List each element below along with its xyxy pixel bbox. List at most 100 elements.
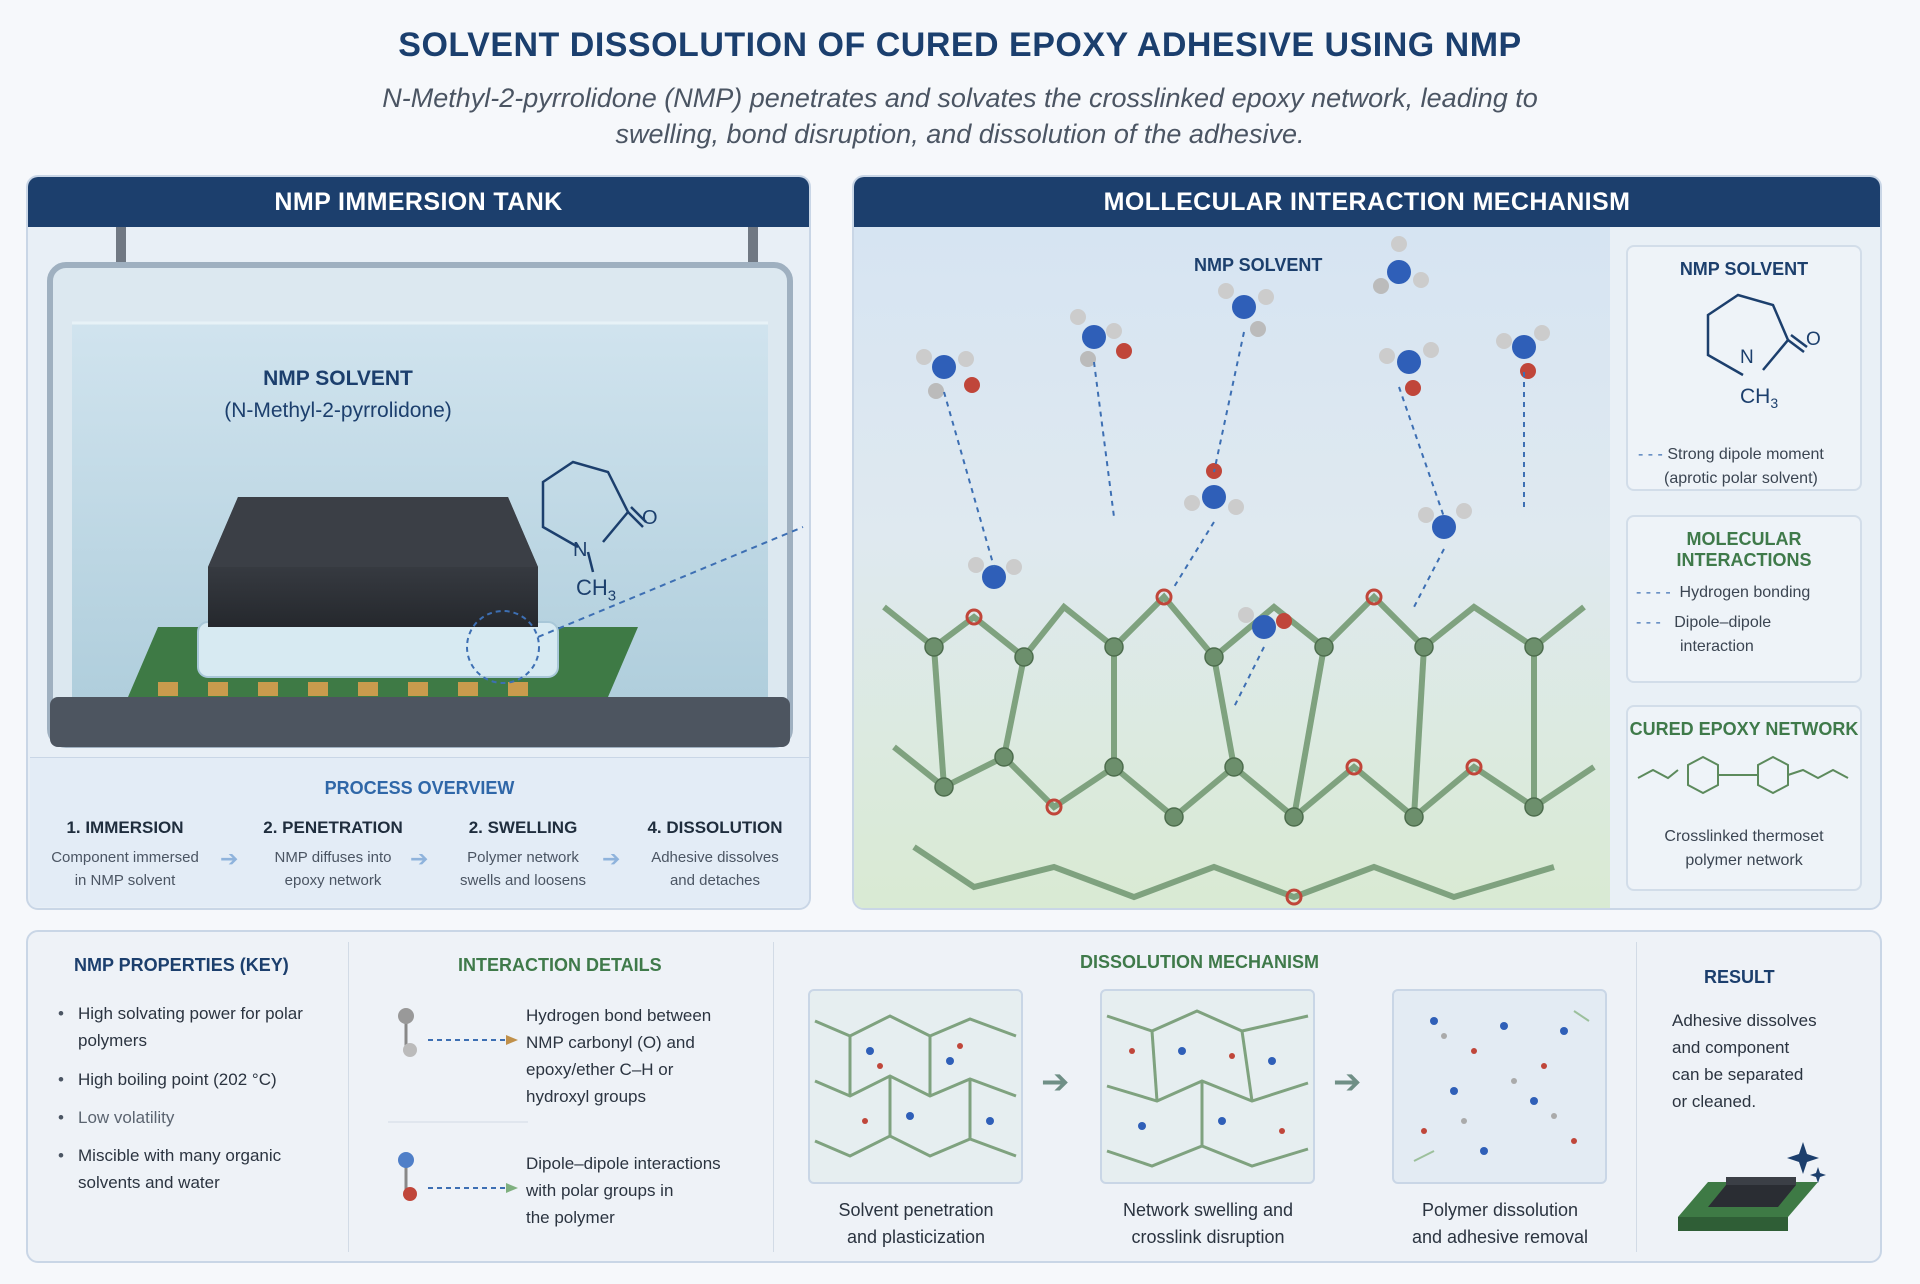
caption-line-1: Network swelling and	[1122, 1200, 1294, 1220]
process-step-dissolution: 4. DISSOLUTION Adhesive dissolves and de…	[620, 818, 809, 892]
step-desc-line-2: and detaches	[669, 872, 761, 889]
result-line: or cleaned.	[1672, 1092, 1757, 1111]
detail-line: Dipole–dipole interactions	[526, 1154, 721, 1173]
interactions-card-title-1: MOLECULAR	[1686, 529, 1802, 549]
detail-line: the polymer	[526, 1208, 615, 1227]
arrow-right-icon: ➔	[602, 846, 621, 871]
molecular-illustration	[854, 227, 1610, 908]
property-item: High solvating power for polar polymers	[58, 1000, 368, 1054]
property-line-1: Low volatility	[78, 1108, 175, 1127]
detail-line: hydroxyl groups	[526, 1087, 647, 1106]
property-line-1: High boiling point (202 °C)	[78, 1070, 277, 1089]
result-title: RESULT	[1704, 967, 1775, 987]
step-title: 1. IMMERSION	[66, 818, 184, 837]
mol-panel-title: MOLLECULAR INTERACTION MECHANISM	[854, 177, 1880, 227]
nmp-structure-icon	[1706, 293, 1808, 377]
properties-title: NMP PROPERTIES (KEY)	[74, 955, 289, 975]
stage-thumbnail-swelling	[1100, 989, 1315, 1184]
arrow-right-icon: ➔	[220, 846, 239, 871]
process-step-swelling: 2. SWELLING Polymer network swells and l…	[428, 818, 618, 892]
tank-structure-n: N	[573, 539, 588, 561]
caption-line-2: and adhesive removal	[1411, 1227, 1589, 1247]
interaction-lines	[943, 331, 1525, 708]
card-structure-o: O	[1806, 329, 1821, 350]
tank-illustration	[28, 227, 809, 757]
detail-line: epoxy/ether C–H or	[526, 1060, 674, 1079]
caption-line-1: Polymer dissolution	[1421, 1200, 1579, 1220]
tank-structure-ch: CH	[576, 575, 608, 600]
hydrogen-bond-icon	[398, 1008, 518, 1057]
subtitle-line-1: N-Methyl-2-pyrrolidone (NMP) penetrates …	[382, 83, 1538, 113]
step-desc-line-1: NMP diffuses into	[274, 849, 392, 866]
step-desc-line-2: epoxy network	[284, 872, 382, 889]
dissolution-mechanism-title: DISSOLUTION MECHANISM	[1080, 952, 1320, 972]
step-desc-line-1: Polymer network	[467, 849, 579, 866]
caption-line-2: and plasticization	[846, 1227, 986, 1247]
result-line: and component	[1672, 1038, 1790, 1057]
divider	[1636, 942, 1637, 1252]
cured-epoxy-network-card: CURED EPOXY NETWORK Crosslinked thermose…	[1626, 705, 1862, 891]
result-line: Adhesive dissolves	[1672, 1011, 1817, 1030]
tank-structure-ch3: CH3	[576, 575, 616, 604]
process-overview-title: PROCESS OVERVIEW	[324, 778, 515, 798]
clean-component-icon	[1678, 1142, 1826, 1231]
network-card-line-1: Crosslinked thermoset	[1664, 828, 1824, 845]
step-title: 4. DISSOLUTION	[647, 818, 783, 837]
network-card-title: CURED EPOXY NETWORK	[1629, 719, 1859, 739]
step-desc-line-2: swells and loosens	[460, 872, 586, 889]
tank-handle-left	[116, 227, 126, 267]
property-line-1: Miscible with many organic	[78, 1146, 282, 1165]
process-step-immersion: 1. IMMERSION Component immersed in NMP s…	[30, 818, 220, 892]
divider	[348, 942, 349, 1252]
step-title: 2. PENETRATION	[263, 818, 403, 837]
stage-caption-penetration: Solvent penetration and plasticization	[786, 1197, 1046, 1251]
legend-hydrogen-bonding: - - - - Hydrogen bonding	[1636, 584, 1811, 601]
nmp-solvent-note: - - - Strong dipole moment (aprotic pola…	[1638, 443, 1854, 491]
molecular-interaction-panel: MOLLECULAR INTERACTION MECHANISM	[852, 175, 1882, 910]
tank-structure-sub: 3	[607, 587, 617, 605]
page-title: SOLVENT DISSOLUTION OF CURED EPOXY ADHES…	[398, 26, 1522, 64]
step-desc-line-1: Adhesive dissolves	[651, 849, 779, 866]
tank-handle-right	[748, 227, 758, 267]
tank-solvent-full-name: (N-Methyl-2-pyrrolidone)	[224, 399, 452, 422]
legend-dipole-text-2: interaction	[1680, 638, 1754, 655]
card-structure-ch: CH	[1740, 385, 1771, 408]
bottom-details-panel: NMP PROPERTIES (KEY) High solvating powe…	[26, 930, 1882, 1263]
nmp-solvent-card: NMP SOLVENT N O CH3 - - - Strong dipole …	[1626, 245, 1862, 491]
nmp-molecules	[916, 236, 1550, 639]
molecular-interactions-card: MOLECULAR INTERACTIONS - - - - Hydrogen …	[1626, 515, 1862, 683]
result-line: can be separated	[1672, 1065, 1804, 1084]
dipole-dipole-detail: Dipole–dipole interactions with polar gr…	[526, 1150, 776, 1231]
property-item: Miscible with many organic solvents and …	[58, 1142, 368, 1196]
interaction-details-icons	[388, 1008, 528, 1201]
detail-line: Hydrogen bond between	[526, 1006, 712, 1025]
tank-base	[50, 697, 790, 747]
detail-line: with polar groups in	[526, 1181, 674, 1200]
dipole-note-line-2: (aprotic polar solvent)	[1664, 470, 1818, 487]
dipole-note-line-1: - - - Strong dipole moment	[1638, 446, 1824, 463]
property-item: Low volatility	[58, 1104, 368, 1131]
stage-caption-dissolution: Polymer dissolution and adhesive removal	[1370, 1197, 1630, 1251]
dipole-dipole-icon	[398, 1152, 518, 1201]
hydrogen-bond-detail: Hydrogen bond between NMP carbonyl (O) a…	[526, 1002, 776, 1110]
tank-panel-title: NMP IMMERSION TANK	[28, 177, 809, 227]
immersion-tank-panel: NMP IMMERSION TANK	[26, 175, 811, 910]
divider	[773, 942, 774, 1252]
tank-structure-o: O	[642, 507, 658, 529]
step-desc-line-1: Component immersed	[51, 849, 199, 866]
caption-line-1: Solvent penetration	[838, 1200, 994, 1220]
dipole-note-text: Strong dipole moment	[1667, 446, 1824, 463]
card-structure-n: N	[1740, 347, 1754, 368]
card-structure-ch3: CH3	[1740, 385, 1778, 411]
property-line-1: High solvating power for polar	[78, 1004, 303, 1023]
page-subtitle: N-Methyl-2-pyrrolidone (NMP) penetrates …	[260, 80, 1660, 152]
card-structure-sub: 3	[1770, 395, 1779, 412]
interaction-details-title: INTERACTION DETAILS	[458, 955, 662, 975]
legend-dipole-text-1: Dipole–dipole	[1674, 614, 1772, 631]
stage-thumbnail-dissolution	[1392, 989, 1607, 1184]
interactions-card-title-2: INTERACTIONS	[1676, 550, 1812, 570]
process-overview: PROCESS OVERVIEW 1. IMMERSION Component …	[30, 757, 809, 907]
detail-line: NMP carbonyl (O) and	[526, 1033, 695, 1052]
mol-solvent-label: NMP SOLVENT	[1194, 255, 1323, 275]
step-title: 2. SWELLING	[468, 818, 578, 837]
